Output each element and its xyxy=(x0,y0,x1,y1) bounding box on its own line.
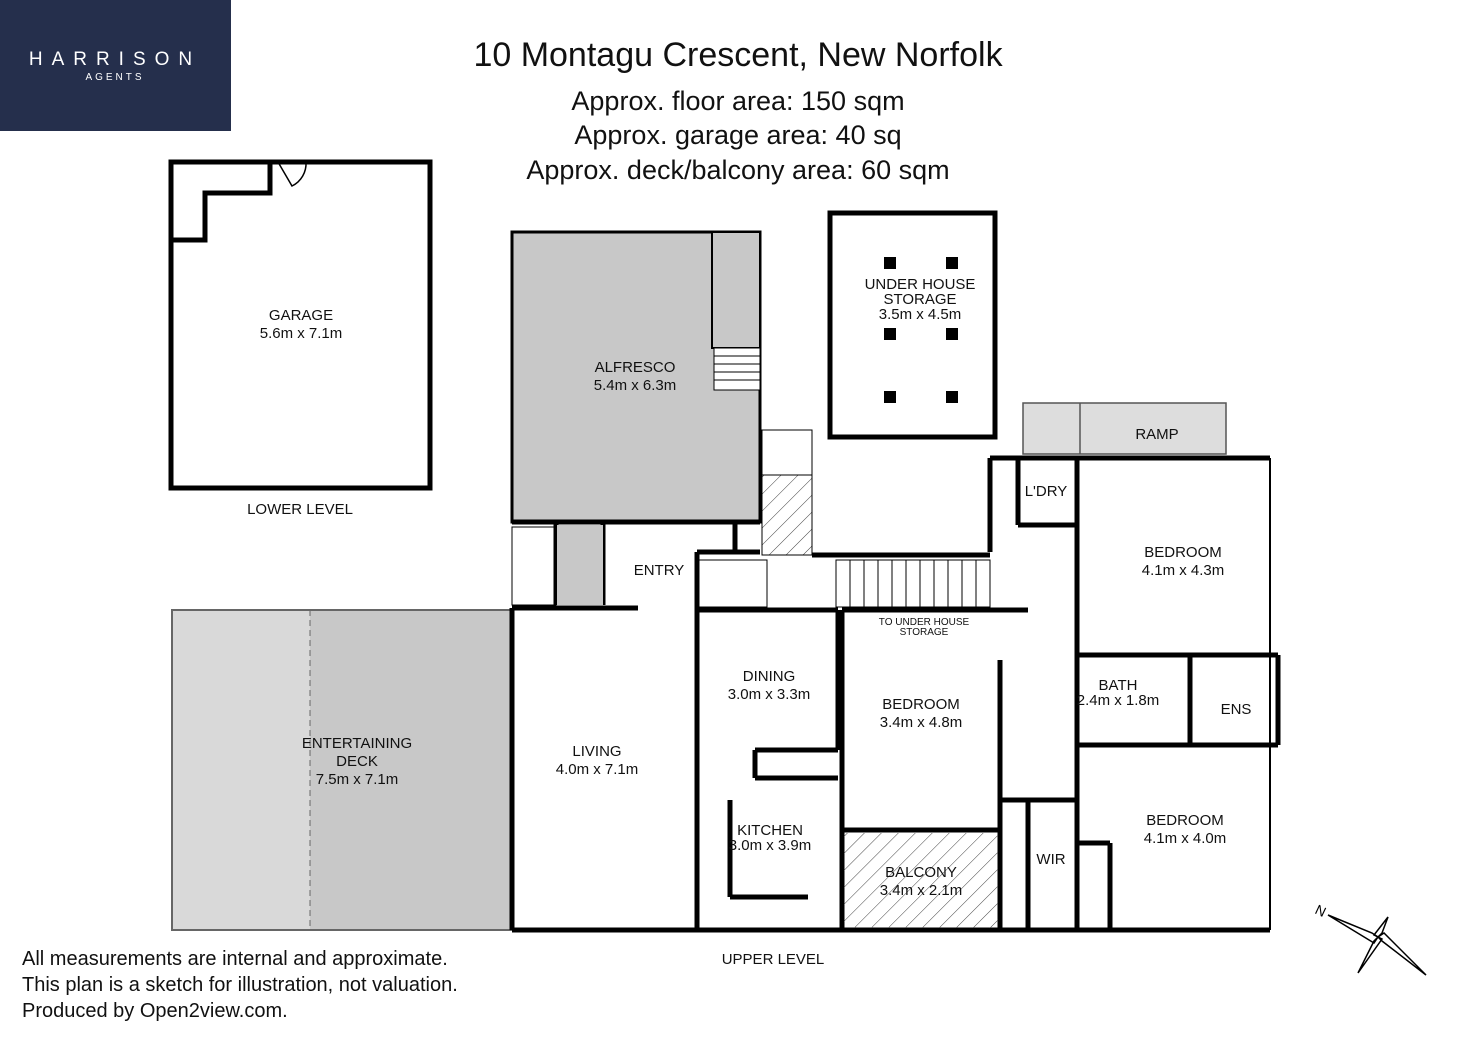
dining-label: DINING xyxy=(743,668,796,685)
balcony-size: 3.4m x 2.1m xyxy=(880,882,963,899)
ramp-label: RAMP xyxy=(1135,426,1178,443)
logo-sub: AGENTS xyxy=(85,72,144,83)
footer-line-3: Produced by Open2view.com. xyxy=(22,1000,288,1022)
to-storage-label-1: TO UNDER HOUSE xyxy=(879,617,970,628)
kitchen-size: 3.0m x 3.9m xyxy=(729,837,812,854)
bath-size: 2.4m x 1.8m xyxy=(1077,692,1160,709)
garage-size: 5.6m x 7.1m xyxy=(260,325,343,342)
dining-size: 3.0m x 3.3m xyxy=(728,686,811,703)
upper-level-walls xyxy=(509,455,1281,933)
alfresco-label: ALFRESCO xyxy=(595,359,676,376)
deck-label-1: ENTERTAINING xyxy=(302,735,412,752)
laundry-label: L'DRY xyxy=(1025,483,1068,500)
footer-line-2: This plan is a sketch for illustration, … xyxy=(22,974,458,996)
to-storage-label-2: STORAGE xyxy=(900,627,949,638)
bedroom2-label: BEDROOM xyxy=(882,696,960,713)
harrison-logo: HARRISON AGENTS xyxy=(0,0,231,131)
alfresco-size: 5.4m x 6.3m xyxy=(594,377,677,394)
entry-label: ENTRY xyxy=(634,562,685,579)
bath-label: BATH xyxy=(1099,677,1138,694)
deck-label-2: DECK xyxy=(336,753,378,770)
bedroom1-size: 4.1m x 4.3m xyxy=(1142,562,1225,579)
floor-area: Approx. floor area: 150 sqm xyxy=(571,86,904,116)
bedroom2-size: 3.4m x 4.8m xyxy=(880,714,963,731)
wir-label: WIR xyxy=(1036,851,1065,868)
storage-size: 3.5m x 4.5m xyxy=(879,306,962,323)
bedroom1-label: BEDROOM xyxy=(1144,544,1222,561)
compass-north-label: N xyxy=(1313,901,1329,920)
deck-area: ENTERTAINING DECK 7.5m x 7.1m xyxy=(171,609,513,931)
living-size: 4.0m x 7.1m xyxy=(556,761,639,778)
alfresco-room: ALFRESCO 5.4m x 6.3m xyxy=(510,230,762,525)
property-title: 10 Montagu Crescent, New Norfolk xyxy=(473,36,1003,74)
footer-line-1: All measurements are internal and approx… xyxy=(22,948,448,970)
ramp: RAMP xyxy=(1022,402,1227,455)
storage-label-2: STORAGE xyxy=(883,291,956,308)
ens-label: ENS xyxy=(1221,701,1252,718)
garage-room: GARAGE 5.6m x 7.1m xyxy=(168,159,433,491)
logo-name: HARRISON xyxy=(29,49,201,70)
balcony-label: BALCONY xyxy=(885,864,957,881)
deck-size: 7.5m x 7.1m xyxy=(316,771,399,788)
upper-level-label: UPPER LEVEL xyxy=(722,951,825,968)
bedroom3-label: BEDROOM xyxy=(1146,812,1224,829)
deck-area: Approx. deck/balcony area: 60 sqm xyxy=(526,155,949,185)
storage-label-1: UNDER HOUSE xyxy=(865,276,976,293)
storage-room: UNDER HOUSE STORAGE 3.5m x 4.5m xyxy=(827,210,998,440)
kitchen-label: KITCHEN xyxy=(737,822,803,839)
garage-area: Approx. garage area: 40 sq xyxy=(574,120,901,150)
living-label: LIVING xyxy=(572,743,621,760)
garage-label: GARAGE xyxy=(269,307,333,324)
lower-level-label: LOWER LEVEL xyxy=(247,501,353,518)
compass-icon: N xyxy=(1313,901,1427,976)
bedroom3-size: 4.1m x 4.0m xyxy=(1144,830,1227,847)
